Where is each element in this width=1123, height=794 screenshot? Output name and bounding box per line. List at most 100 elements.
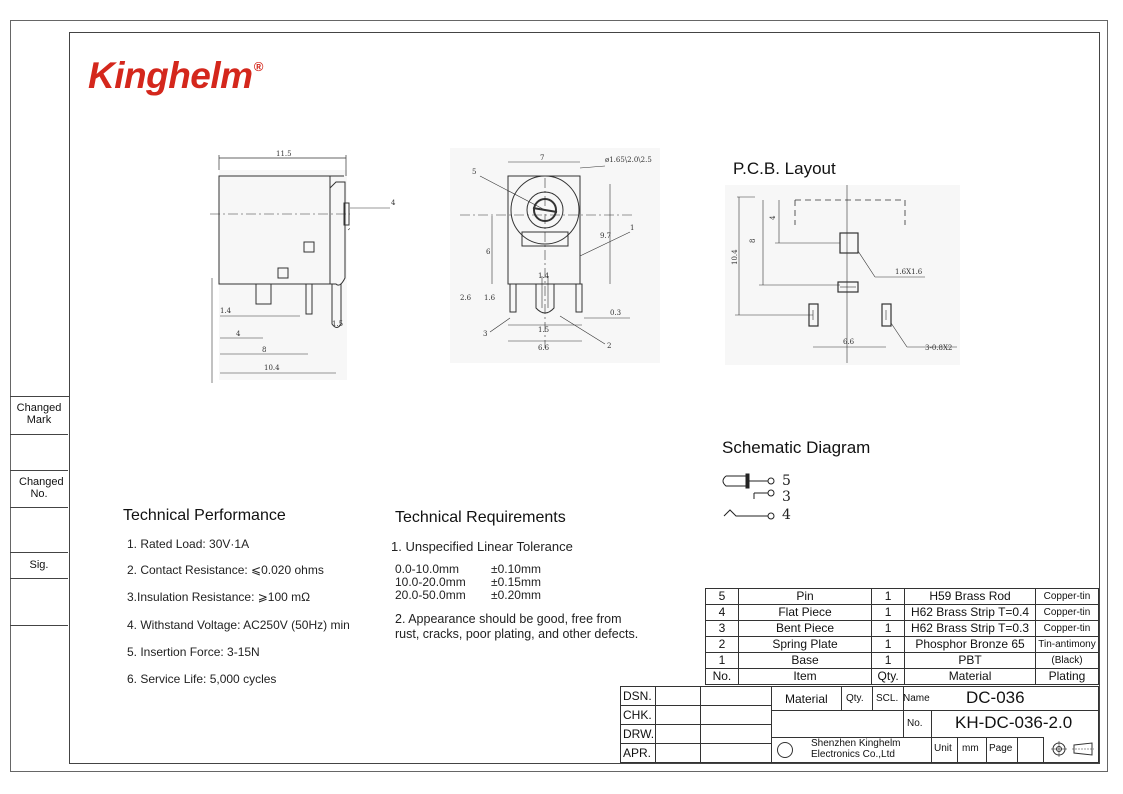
bom-material: H62 Brass Strip T=0.3 bbox=[904, 620, 1036, 637]
blank-cell bbox=[10, 434, 68, 471]
bom-qty: 1 bbox=[871, 636, 906, 653]
dim-slot: 3-0.8X2 bbox=[925, 344, 952, 352]
bom-plating: Copper-tin bbox=[1034, 604, 1100, 621]
perf-item: 5. Insertion Force: 3-15N bbox=[127, 645, 260, 659]
bom-header-qty: Qty. bbox=[871, 668, 906, 685]
bom-header-plating: Plating bbox=[1034, 668, 1100, 685]
divider bbox=[903, 710, 1099, 711]
bom-header-item: Item bbox=[737, 668, 873, 685]
role-chk: CHK. bbox=[623, 708, 652, 722]
dim-9-7: 9.7 bbox=[600, 232, 611, 240]
req-item-1: 1. Unspecified Linear Tolerance bbox=[391, 539, 573, 554]
company-logo-circle-icon bbox=[777, 742, 793, 758]
bom-item: Flat Piece bbox=[737, 604, 873, 621]
tolerance-value: ±0.20mm bbox=[491, 588, 541, 602]
dim-1-5: 1.5 bbox=[332, 320, 343, 328]
bom-item: Spring Plate bbox=[737, 636, 873, 653]
blank-cell bbox=[10, 507, 68, 553]
part-number: KH-DC-036-2.0 bbox=[955, 713, 1073, 732]
bom-item: Pin bbox=[737, 588, 873, 605]
dim-0-3: 0.3 bbox=[610, 309, 621, 317]
tolerance-range: 20.0-50.0mm bbox=[395, 588, 466, 602]
dim-8-pcb: 8 bbox=[749, 239, 757, 243]
bom-no: 4 bbox=[705, 604, 739, 621]
bom-qty: 1 bbox=[871, 588, 906, 605]
dim-1-4: 1.4 bbox=[220, 307, 232, 315]
role-apr: APR. bbox=[623, 746, 652, 760]
dim-10-4-pcb: 10.4 bbox=[731, 249, 739, 265]
dim-width: 11.5 bbox=[276, 150, 292, 158]
callout-4: 4 bbox=[391, 199, 396, 207]
tolerance-row: 20.0-50.0mm ±0.20mm bbox=[395, 589, 541, 602]
front-view-drawing: 7 ø1.65\2.0\2.5 5 1 6 9.7 2.6 1.6 1.4 1.… bbox=[450, 148, 660, 363]
schematic-pin-5: 5 bbox=[782, 473, 791, 489]
dim-6-6: 6.6 bbox=[538, 344, 550, 352]
bom-qty: 1 bbox=[871, 652, 906, 669]
blank-cell bbox=[771, 710, 904, 738]
name-label: Name bbox=[903, 693, 930, 704]
unit-value: mm bbox=[962, 743, 979, 754]
company-line2: Electronics Co.,Ltd bbox=[811, 749, 895, 760]
req-item-2-line2: rust, cracks, poor plating, and other de… bbox=[395, 627, 639, 641]
tech-performance-title: Technical Performance bbox=[123, 507, 286, 524]
blank-cell bbox=[10, 578, 68, 626]
bom-material: H62 Brass Strip T=0.4 bbox=[904, 604, 1036, 621]
callout-3: 3 bbox=[483, 330, 487, 338]
qty-label: Qty. bbox=[846, 693, 864, 704]
dim-1-4-pin: 1.4 bbox=[538, 272, 550, 280]
bom-qty: 1 bbox=[871, 620, 906, 637]
schematic-symbol: 5 3 4 bbox=[722, 473, 791, 523]
dim-2-6: 2.6 bbox=[460, 294, 472, 302]
dim-4-pcb: 4 bbox=[769, 215, 777, 220]
pcb-layout-title: P.C.B. Layout bbox=[733, 159, 836, 178]
dim-1-6: 1.6 bbox=[484, 294, 496, 302]
perf-item: 6. Service Life: 5,000 cycles bbox=[127, 672, 277, 686]
tolerance-range: 0.0-10.0mm bbox=[395, 562, 460, 576]
bom-material: H59 Brass Rod bbox=[904, 588, 1036, 605]
tolerance-value: ±0.10mm bbox=[491, 562, 541, 576]
bom-plating: Tin-antimony bbox=[1034, 636, 1100, 653]
changed-no-cell: Changed No. bbox=[10, 470, 68, 508]
bom-material: PBT bbox=[904, 652, 1036, 669]
tolerance-range: 10.0-20.0mm bbox=[395, 575, 466, 589]
revision-column: Changed Mark Changed No. Sig. bbox=[10, 396, 69, 626]
tolerance-value: ±0.15mm bbox=[491, 575, 541, 589]
schematic-title: Schematic Diagram bbox=[722, 438, 871, 457]
req-item-2-line1: 2. Appearance should be good, free from bbox=[395, 612, 622, 626]
dim-pad: 1.6X1.6 bbox=[895, 268, 923, 276]
perf-item: 1. Rated Load: 30V·1A bbox=[127, 537, 250, 551]
sig-label: Sig. bbox=[29, 559, 49, 571]
bom-header-material: Material bbox=[904, 668, 1036, 685]
bom-plating: (Black) bbox=[1034, 652, 1100, 669]
perf-item: 3.Insulation Resistance: ⩾100 mΩ bbox=[127, 590, 311, 604]
dim-6: 6 bbox=[486, 248, 491, 256]
perf-item: 2. Contact Resistance: ⩽0.020 ohms bbox=[127, 563, 324, 577]
part-name: DC-036 bbox=[966, 688, 1025, 707]
bom-item: Base bbox=[737, 652, 873, 669]
tolerance-row: 0.0-10.0mm ±0.10mm bbox=[395, 563, 541, 576]
pcb-layout-drawing: 10.4 8 4 1.6X1.6 6.6 3-0.8X2 bbox=[725, 185, 960, 365]
company-line1: Shenzhen Kinghelm bbox=[811, 738, 901, 749]
no-label: No. bbox=[907, 718, 923, 729]
schematic-pin-4: 4 bbox=[782, 507, 791, 523]
bom-no: 3 bbox=[705, 620, 739, 637]
callout-2: 2 bbox=[607, 342, 611, 350]
changed-mark-label: Changed Mark bbox=[16, 402, 62, 426]
page-label: Page bbox=[989, 743, 1013, 754]
projection-symbol-icon bbox=[1051, 741, 1094, 757]
sig-cell: Sig. bbox=[10, 552, 68, 579]
bom-qty: 1 bbox=[871, 604, 906, 621]
material-label: Material bbox=[785, 692, 828, 706]
changed-no-label: Changed No. bbox=[19, 476, 64, 500]
side-view-drawing: 11.5 1.4 4 8 10.4 1.5 bbox=[210, 150, 350, 383]
dim-4: 4 bbox=[236, 330, 241, 338]
schematic-pin-3: 3 bbox=[782, 489, 791, 505]
dim-1-5-b: 1.5 bbox=[538, 326, 549, 334]
dim-6-6-pcb: 6.6 bbox=[843, 338, 855, 346]
bom-item: Bent Piece bbox=[737, 620, 873, 637]
